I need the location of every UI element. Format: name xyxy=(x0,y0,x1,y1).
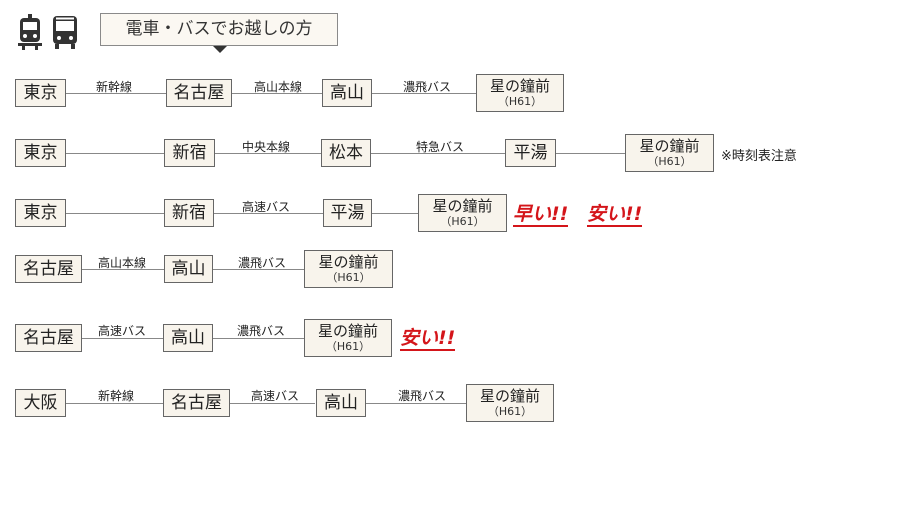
destination-box: 星の鐘前 （H61） xyxy=(304,319,392,357)
destination-code: （H61） xyxy=(647,155,692,168)
destination-name: 星の鐘前 xyxy=(479,387,540,405)
line-label: 高山本線 xyxy=(253,80,303,94)
destination-box: 星の鐘前 （H61） xyxy=(476,74,564,112)
station-box: 名古屋 xyxy=(166,79,232,107)
line-label: 中央本線 xyxy=(241,140,291,154)
station-box: 高山 xyxy=(163,324,213,352)
station-box: 新宿 xyxy=(164,139,215,167)
train-icon xyxy=(18,14,42,50)
line-label: 新幹線 xyxy=(95,80,133,94)
route-connector xyxy=(215,153,321,154)
station-box: 名古屋 xyxy=(163,389,230,417)
station-box: 名古屋 xyxy=(15,324,82,352)
destination-box: 星の鐘前 （H61） xyxy=(466,384,554,422)
station-box: 東京 xyxy=(15,199,66,227)
destination-box: 星の鐘前 （H61） xyxy=(304,250,393,288)
route-connector xyxy=(556,153,625,154)
route-5: 名古屋 高速バス 高山 濃飛バス 星の鐘前 （H61） 安い!! xyxy=(0,319,900,367)
route-3: 東京 新宿 高速バス 平湯 星の鐘前 （H61） 早い!! 安い!! xyxy=(0,194,900,242)
station-box: 高山 xyxy=(322,79,372,107)
route-connector xyxy=(66,403,163,404)
line-label: 高山本線 xyxy=(97,256,147,270)
line-label: 新幹線 xyxy=(97,389,135,403)
station-box: 平湯 xyxy=(505,139,556,167)
destination-box: 星の鐘前 （H61） xyxy=(418,194,507,232)
route-connector xyxy=(372,93,476,94)
destination-box: 星の鐘前 （H61） xyxy=(625,134,714,172)
destination-code: （H61） xyxy=(440,215,485,228)
route-connector xyxy=(66,93,166,94)
route-connector xyxy=(372,213,418,214)
cheap-highlight: 安い!! xyxy=(400,327,456,351)
line-label: 濃飛バス xyxy=(237,256,287,270)
route-2: 東京 新宿 中央本線 松本 特急バス 平湯 星の鐘前 （H61） ※時刻表注意 xyxy=(0,134,900,182)
station-box: 新宿 xyxy=(164,199,214,227)
line-label: 高速バス xyxy=(241,200,291,214)
destination-name: 星の鐘前 xyxy=(432,197,493,215)
destination-name: 星の鐘前 xyxy=(489,77,550,95)
line-label: 高速バス xyxy=(250,389,300,403)
cheap-highlight: 安い!! xyxy=(587,203,643,227)
station-box: 高山 xyxy=(164,255,213,283)
station-box: 大阪 xyxy=(15,389,66,417)
station-box: 松本 xyxy=(321,139,371,167)
route-connector xyxy=(371,153,505,154)
station-box: 東京 xyxy=(15,79,66,107)
route-connector xyxy=(82,269,164,270)
route-connector xyxy=(214,213,323,214)
route-connector xyxy=(213,338,304,339)
title-pointer xyxy=(213,46,227,53)
route-connector xyxy=(230,403,315,404)
route-connector xyxy=(82,338,163,339)
page-title: 電車・バスでお越しの方 xyxy=(100,13,338,46)
route-connector xyxy=(232,93,322,94)
route-connector xyxy=(366,403,466,404)
destination-code: （H61） xyxy=(326,271,371,284)
line-label: 濃飛バス xyxy=(397,389,447,403)
route-connector xyxy=(213,269,304,270)
fast-highlight: 早い!! xyxy=(513,203,569,227)
station-box: 名古屋 xyxy=(15,255,82,283)
station-box: 東京 xyxy=(15,139,66,167)
bus-icon xyxy=(53,16,77,49)
station-box: 高山 xyxy=(316,389,366,417)
route-1: 東京 新幹線 名古屋 高山本線 高山 濃飛バス 星の鐘前 （H61） xyxy=(0,74,900,122)
route-4: 名古屋 高山本線 高山 濃飛バス 星の鐘前 （H61） xyxy=(0,250,900,298)
route-connector xyxy=(66,153,164,154)
destination-name: 星の鐘前 xyxy=(639,137,700,155)
timetable-note: ※時刻表注意 xyxy=(721,149,797,164)
line-label: 高速バス xyxy=(97,324,147,338)
destination-name: 星の鐘前 xyxy=(318,253,379,271)
station-box: 平湯 xyxy=(323,199,372,227)
line-label: 濃飛バス xyxy=(402,80,452,94)
route-connector xyxy=(66,213,164,214)
line-label: 特急バス xyxy=(415,140,465,154)
destination-code: （H61） xyxy=(497,95,543,108)
destination-code: （H61） xyxy=(325,340,371,353)
destination-code: （H61） xyxy=(487,405,533,418)
route-6: 大阪 新幹線 名古屋 高速バス 高山 濃飛バス 星の鐘前 （H61） xyxy=(0,384,900,432)
destination-name: 星の鐘前 xyxy=(317,322,378,340)
line-label: 濃飛バス xyxy=(236,324,286,338)
